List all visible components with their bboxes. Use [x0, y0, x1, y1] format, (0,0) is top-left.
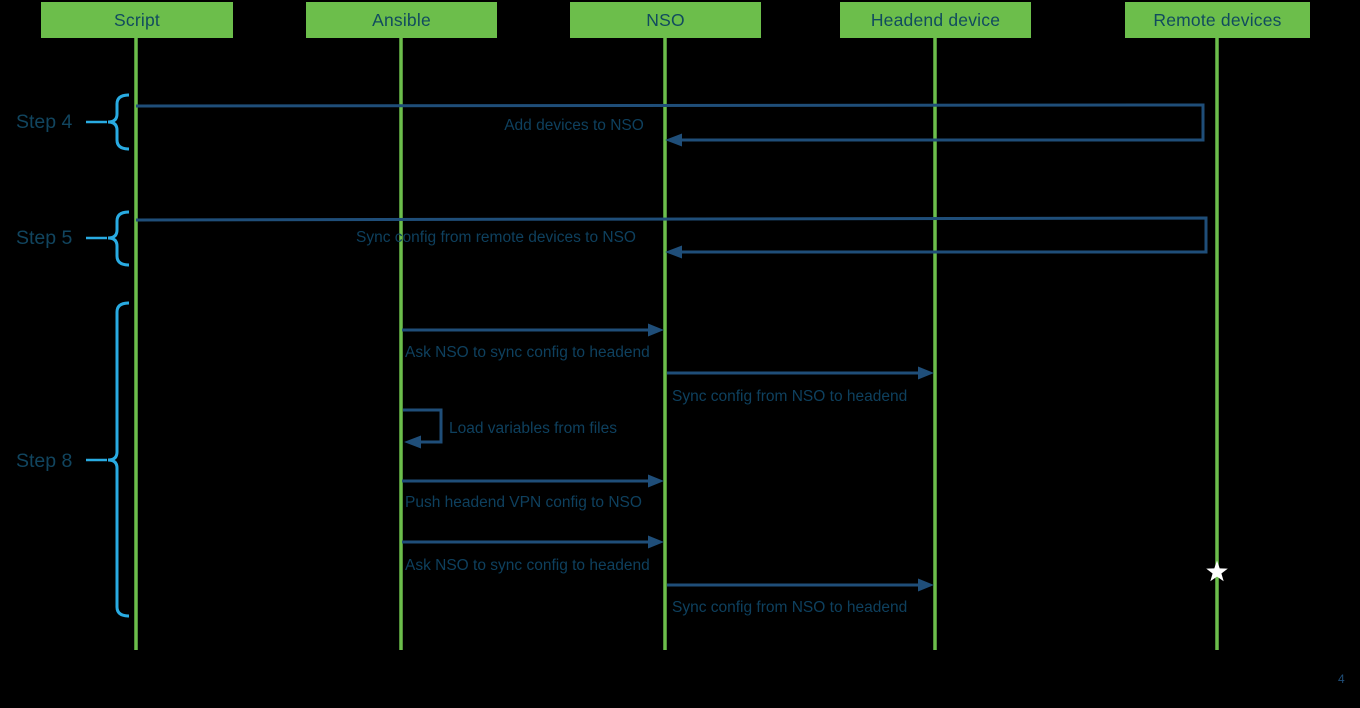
message-label-sync-from-remote: Sync config from remote devices to NSO	[356, 229, 636, 246]
message-label-load-variables: Load variables from files	[449, 420, 617, 437]
actor-box-remote: Remote devices	[1125, 2, 1310, 38]
message-label-push-vpn-config: Push headend VPN config to NSO	[405, 494, 642, 511]
actor-box-headend: Headend device	[840, 2, 1031, 38]
arrow-sync-headend-1	[667, 366, 934, 380]
actor-box-script: Script	[41, 2, 233, 38]
message-label-ask-nso-1: Ask NSO to sync config to headend	[405, 344, 650, 361]
actor-box-nso: NSO	[570, 2, 761, 38]
step4-message-arrow	[135, 103, 1205, 147]
message-label-sync-headend-2: Sync config from NSO to headend	[672, 599, 908, 616]
message-label-ask-nso-2: Ask NSO to sync config to headend	[405, 557, 650, 574]
actor-label: Remote devices	[1153, 9, 1282, 30]
star-icon	[1206, 560, 1228, 582]
actor-label: Ansible	[372, 9, 431, 30]
message-label-add-devices: Add devices to NSO	[504, 117, 644, 134]
step8-arrows	[402, 323, 934, 592]
actor-label: Headend device	[870, 9, 1001, 30]
arrow-push-vpn-config	[402, 474, 664, 488]
step5-brace	[86, 210, 130, 267]
step5-message-arrow	[135, 216, 1208, 259]
step-braces	[86, 93, 130, 618]
step4-brace	[86, 93, 130, 151]
arrow-ask-nso-1	[402, 323, 664, 337]
step5-label: Step 5	[16, 227, 73, 249]
arrow-load-variables-self-loop	[403, 408, 443, 449]
step4-label: Step 4	[16, 111, 73, 133]
step8-label: Step 8	[16, 450, 73, 472]
page-number: 4	[1338, 672, 1345, 686]
lifelines	[134, 38, 1219, 650]
arrow-ask-nso-2	[402, 535, 664, 549]
arrow-sync-headend-2	[667, 578, 934, 592]
step8-brace	[86, 301, 130, 618]
actor-label: NSO	[646, 9, 685, 30]
message-label-sync-headend-1: Sync config from NSO to headend	[672, 388, 908, 405]
actor-label: Script	[114, 9, 160, 30]
actor-box-ansible: Ansible	[306, 2, 497, 38]
